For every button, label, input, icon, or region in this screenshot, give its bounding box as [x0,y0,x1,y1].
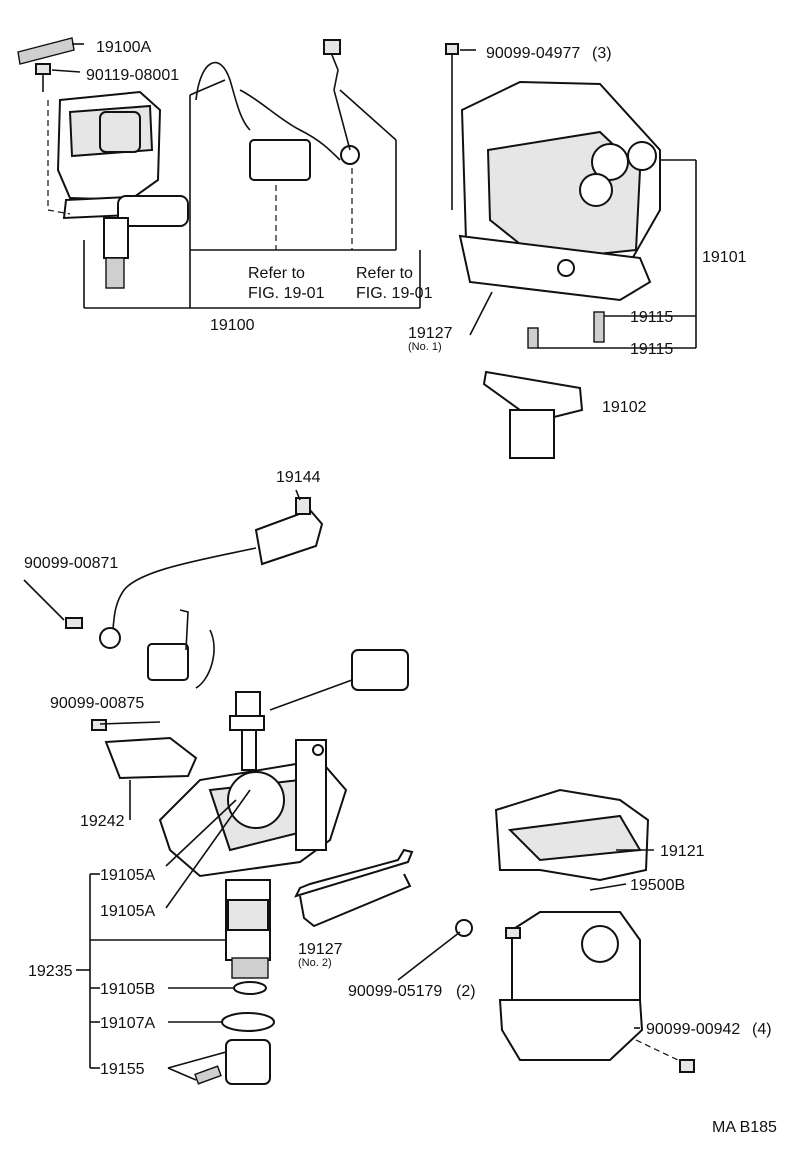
label-90099-05179: 90099-05179 [348,983,442,1000]
label-19105A-1: 19105A [100,867,155,884]
label-refer-1a: Refer to [248,265,305,282]
label-90099-00871: 90099-00871 [24,555,118,572]
distributor-cap-drawing [445,43,697,459]
label-90099-04977: 90099-04977 [486,45,580,62]
label-19127-no1: 19127 [408,325,453,342]
label-19121: 19121 [660,843,705,860]
label-19127-no2: 19127 [298,941,343,958]
exploded-distributor-drawing [65,497,473,1085]
label-refer-2a: Refer to [356,265,413,282]
label-19144: 19144 [276,469,321,486]
leader-lines [23,43,476,1081]
distributor-assembly-drawing [17,37,189,289]
label-90119-08001: 90119-08001 [86,67,179,84]
label-90099-00942: 90099-00942 [646,1021,740,1038]
label-19115-b: 19115 [630,341,673,358]
label-no2: (No. 2) [298,957,332,969]
label-19242: 19242 [80,813,125,830]
label-qty-2: (2) [456,983,476,1000]
label-19100A: 19100A [96,39,151,56]
label-19107A: 19107A [100,1015,155,1032]
diagram-code: MA B185 [712,1119,777,1136]
label-19100: 19100 [210,317,255,334]
label-90099-00875: 90099-00875 [50,695,144,712]
label-qty-4: (4) [752,1021,772,1038]
wiring-harness-drawing [195,39,360,250]
assembly-frame-lines [83,79,421,309]
part-labels: 19100A 90119-08001 90099-04977 (3) Refer… [24,39,777,1136]
label-19115-a: 19115 [630,309,673,326]
label-19105B: 19105B [100,981,155,998]
label-19235: 19235 [28,963,73,980]
label-qty-3: (3) [592,45,612,62]
distributor-cover-drawing [494,788,695,1073]
label-19102: 19102 [602,399,647,416]
label-19155: 19155 [100,1061,145,1078]
label-19105A-2: 19105A [100,903,155,920]
label-19500B: 19500B [630,877,685,894]
label-no1: (No. 1) [408,341,442,353]
label-19101: 19101 [702,249,747,266]
label-refer-1b: FIG. 19-01 [248,285,325,302]
label-refer-2b: FIG. 19-01 [356,285,433,302]
